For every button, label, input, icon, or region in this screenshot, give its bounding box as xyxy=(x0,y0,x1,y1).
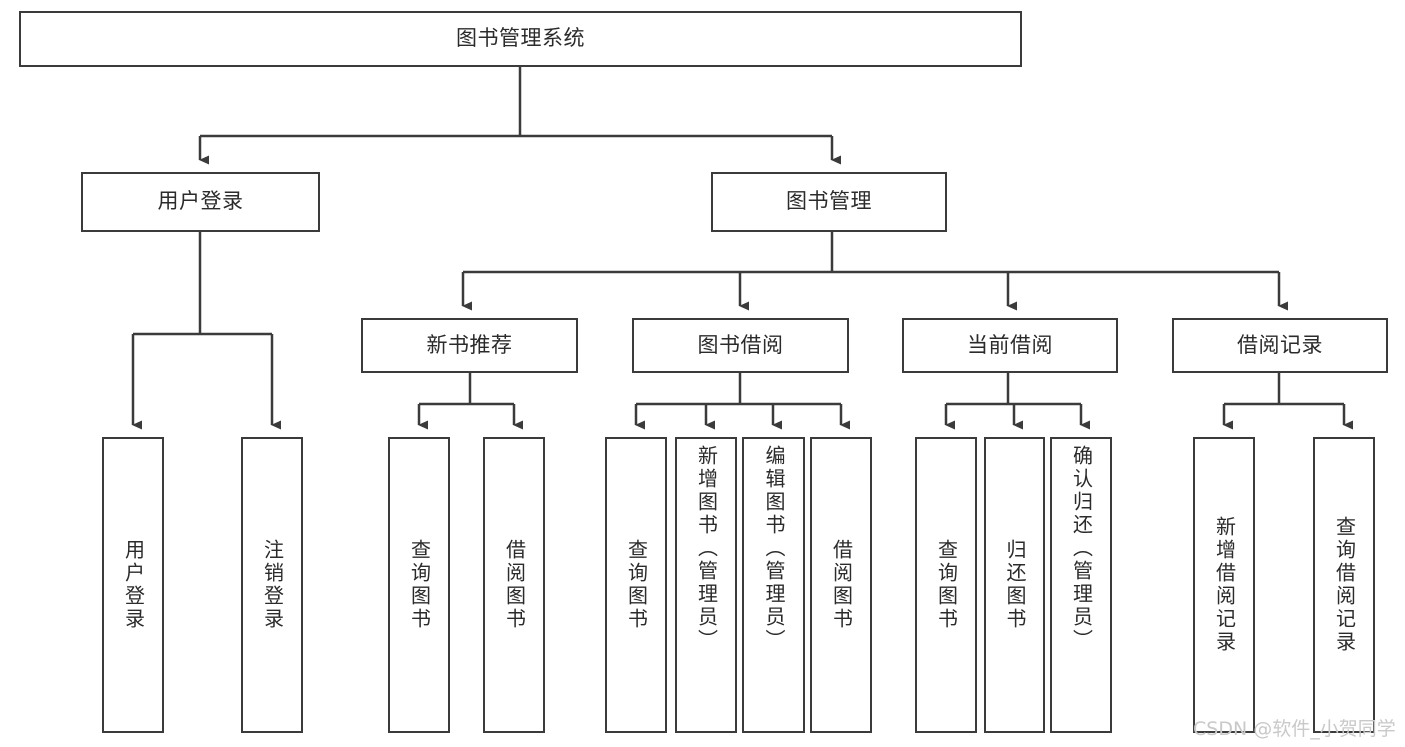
leaf-current-return-book[interactable]: 归还图书 xyxy=(984,437,1045,733)
node-label: 借阅图书 xyxy=(829,539,854,631)
node-label: 图书管理 xyxy=(786,189,872,214)
leaf-borrow-query-book[interactable]: 查询图书 xyxy=(605,437,667,733)
leaf-logout[interactable]: 注销登录 xyxy=(241,437,303,733)
node-book-management-system[interactable]: 图书管理系统 xyxy=(19,11,1022,67)
node-label: 图书借阅 xyxy=(697,332,784,357)
leaf-borrow-edit-book-admin[interactable]: 编辑图书（管理员） xyxy=(742,437,805,733)
node-label: 新增图书（管理员） xyxy=(694,445,719,652)
node-book-management[interactable]: 图书管理 xyxy=(711,172,947,232)
node-label: 图书管理系统 xyxy=(456,26,585,51)
node-label: 查询借阅记录 xyxy=(1332,516,1357,654)
node-label: 用户登录 xyxy=(121,539,146,631)
node-label: 当前借阅 xyxy=(967,332,1053,357)
node-label: 借阅记录 xyxy=(1237,332,1323,357)
node-label: 新增借阅记录 xyxy=(1212,516,1237,654)
leaf-newbook-borrow-book[interactable]: 借阅图书 xyxy=(483,437,545,733)
node-label: 归还图书 xyxy=(1003,539,1027,631)
node-label: 借阅图书 xyxy=(502,539,527,631)
node-label: 新书推荐 xyxy=(426,332,513,357)
node-label: 注销登录 xyxy=(260,539,285,631)
leaf-current-confirm-return-admin[interactable]: 确认归还（管理员） xyxy=(1050,437,1112,733)
leaf-newbook-query-book[interactable]: 查询图书 xyxy=(388,437,450,733)
node-label: 编辑图书（管理员） xyxy=(762,445,786,652)
node-new-book-recommend[interactable]: 新书推荐 xyxy=(361,318,578,373)
node-label: 查询图书 xyxy=(407,539,432,631)
leaf-current-query-book[interactable]: 查询图书 xyxy=(915,437,977,733)
node-label: 查询图书 xyxy=(624,539,649,631)
leaf-record-add-record[interactable]: 新增借阅记录 xyxy=(1193,437,1255,733)
node-label: 用户登录 xyxy=(157,189,244,214)
node-book-borrow[interactable]: 图书借阅 xyxy=(632,318,849,373)
leaf-user-login[interactable]: 用户登录 xyxy=(102,437,164,733)
node-label: 确认归还（管理员） xyxy=(1069,445,1094,652)
node-label: 查询图书 xyxy=(934,539,959,631)
node-user-login[interactable]: 用户登录 xyxy=(81,172,320,232)
csdn-watermark: CSDN @软件_小贺同学 xyxy=(1193,718,1396,740)
node-current-borrow[interactable]: 当前借阅 xyxy=(902,318,1118,373)
node-borrow-record[interactable]: 借阅记录 xyxy=(1172,318,1388,373)
leaf-record-query-record[interactable]: 查询借阅记录 xyxy=(1313,437,1375,733)
leaf-borrow-add-book-admin[interactable]: 新增图书（管理员） xyxy=(675,437,737,733)
leaf-borrow-borrow-book[interactable]: 借阅图书 xyxy=(810,437,872,733)
